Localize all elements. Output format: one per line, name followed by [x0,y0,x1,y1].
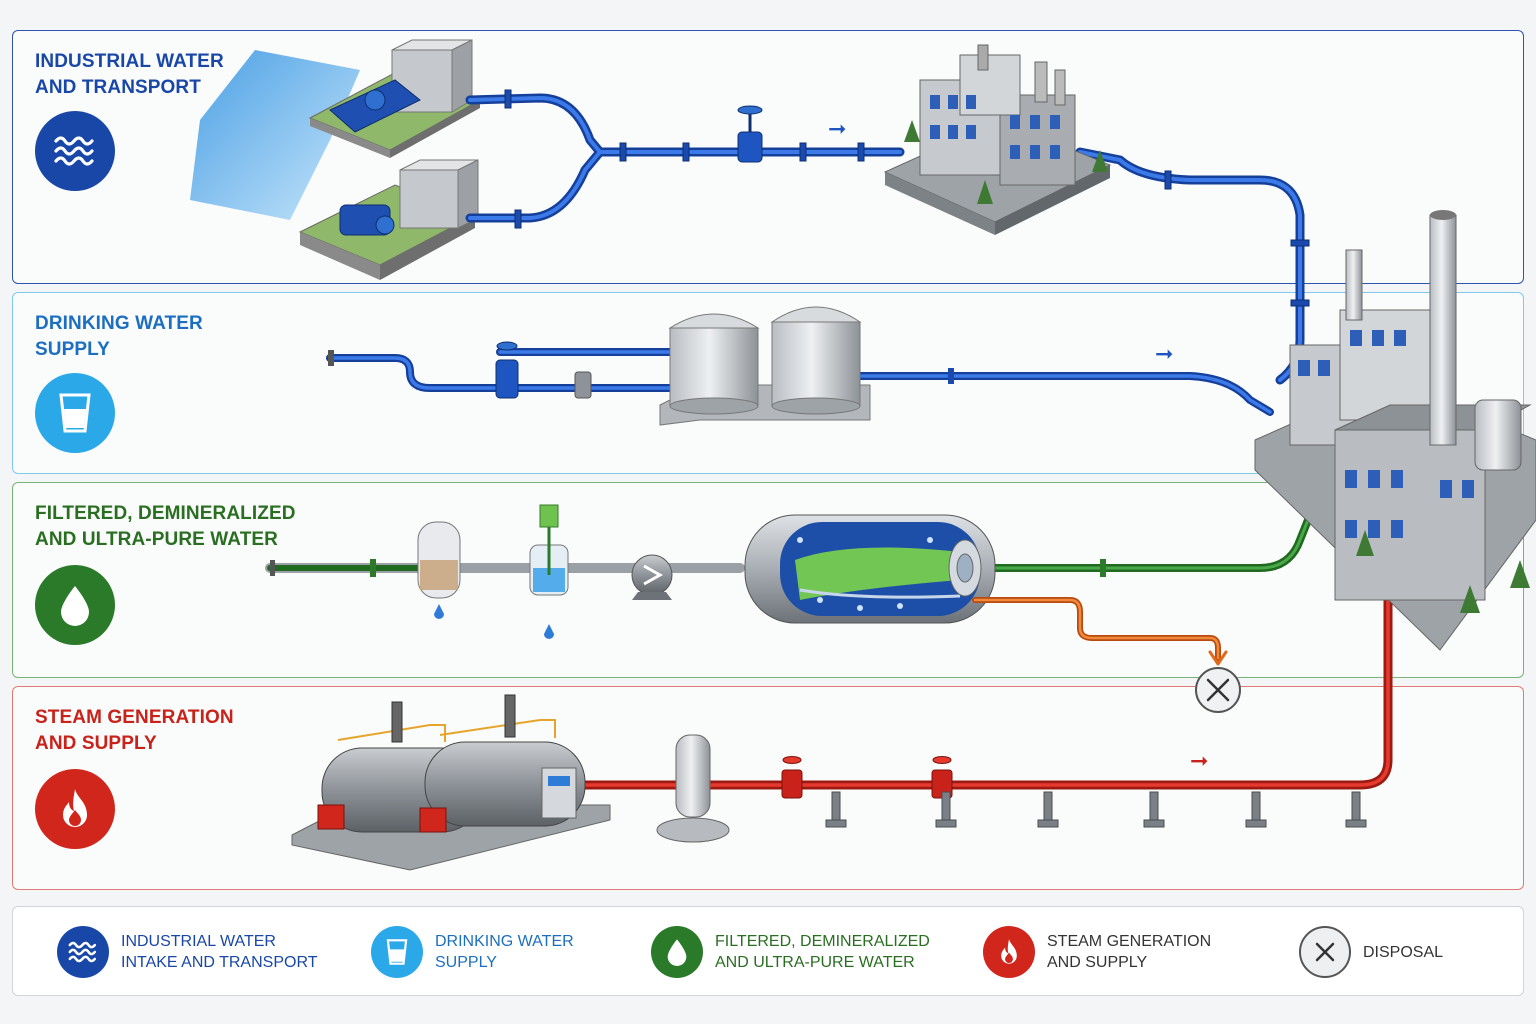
disposal-x-icon [1195,667,1241,713]
factory-complex [1254,210,1536,651]
waves-icon [35,111,115,191]
water-body [190,50,360,220]
water-glass-icon [371,926,423,978]
band-steam-title: STEAM GENERATION AND SUPPLY [35,707,234,754]
concentrate-reject-pipe [972,597,1228,666]
legend: INDUSTRIAL WATER INTAKE AND TRANSPORT DR… [12,906,1524,996]
band-drinking-title: DRINKING WATER SUPPLY [35,313,203,360]
flow-arrow-drinking: ➞ [1155,341,1174,366]
steam-separator [656,734,730,843]
legend-label-steam: STEAM GENERATION AND SUPPLY [1047,933,1212,971]
legend-label-filtered: FILTERED, DEMINERALIZED AND ULTRA-PURE W… [715,933,930,971]
waves-icon [57,926,109,978]
intake-pump-station-bottom [298,159,479,280]
booster-pump [631,554,673,600]
legend-label-disposal: DISPOSAL [1363,943,1444,961]
drinking-water-pipe [326,348,1274,416]
pipe-flanges-filtered [270,559,1106,577]
legend-label-industrial: INDUSTRIAL WATER INTAKE AND TRANSPORT [121,933,318,971]
legend-item-filtered: FILTERED, DEMINERALIZED AND ULTRA-PURE W… [651,925,930,979]
gate-valve-industrial [737,105,763,163]
droplet-icon [35,565,115,645]
water-glass-icon [35,373,115,453]
intake-pump-station-top [308,39,482,158]
storage-tanks [659,306,871,426]
legend-label-drinking: DRINKING WATER SUPPLY [435,933,574,971]
chemical-dosing-vessel [529,504,569,639]
disposal-x-icon [1299,926,1351,978]
flame-icon [983,926,1035,978]
pipe-supports [825,791,1367,828]
steam-valves [781,756,953,799]
legend-item-disposal: DISPOSAL [1299,925,1443,979]
flow-arrow-steam: ➞ [1190,748,1209,773]
legend-item-drinking: DRINKING WATER SUPPLY [371,925,574,979]
process-illustration [190,39,1536,871]
pipe-flanges-industrial [504,89,1310,307]
flame-icon [35,769,115,849]
band-industrial-title: INDUSTRIAL WATER AND TRANSPORT [35,51,224,98]
treatment-plant-building [883,44,1112,235]
sand-filter-vessel [417,521,461,619]
band-filtered-title: FILTERED, DEMINERALIZED AND ULTRA-PURE W… [35,503,296,550]
reverse-osmosis-membrane-unit [744,514,996,624]
droplet-icon [651,926,703,978]
flow-arrow-industrial: ➞ [828,116,847,141]
drinking-water-valves [328,341,954,399]
legend-item-steam: STEAM GENERATION AND SUPPLY [983,925,1211,979]
steam-boilers [291,694,611,871]
legend-item-industrial: INDUSTRIAL WATER INTAKE AND TRANSPORT [57,925,317,979]
industrial-water-pipe [465,93,1305,385]
